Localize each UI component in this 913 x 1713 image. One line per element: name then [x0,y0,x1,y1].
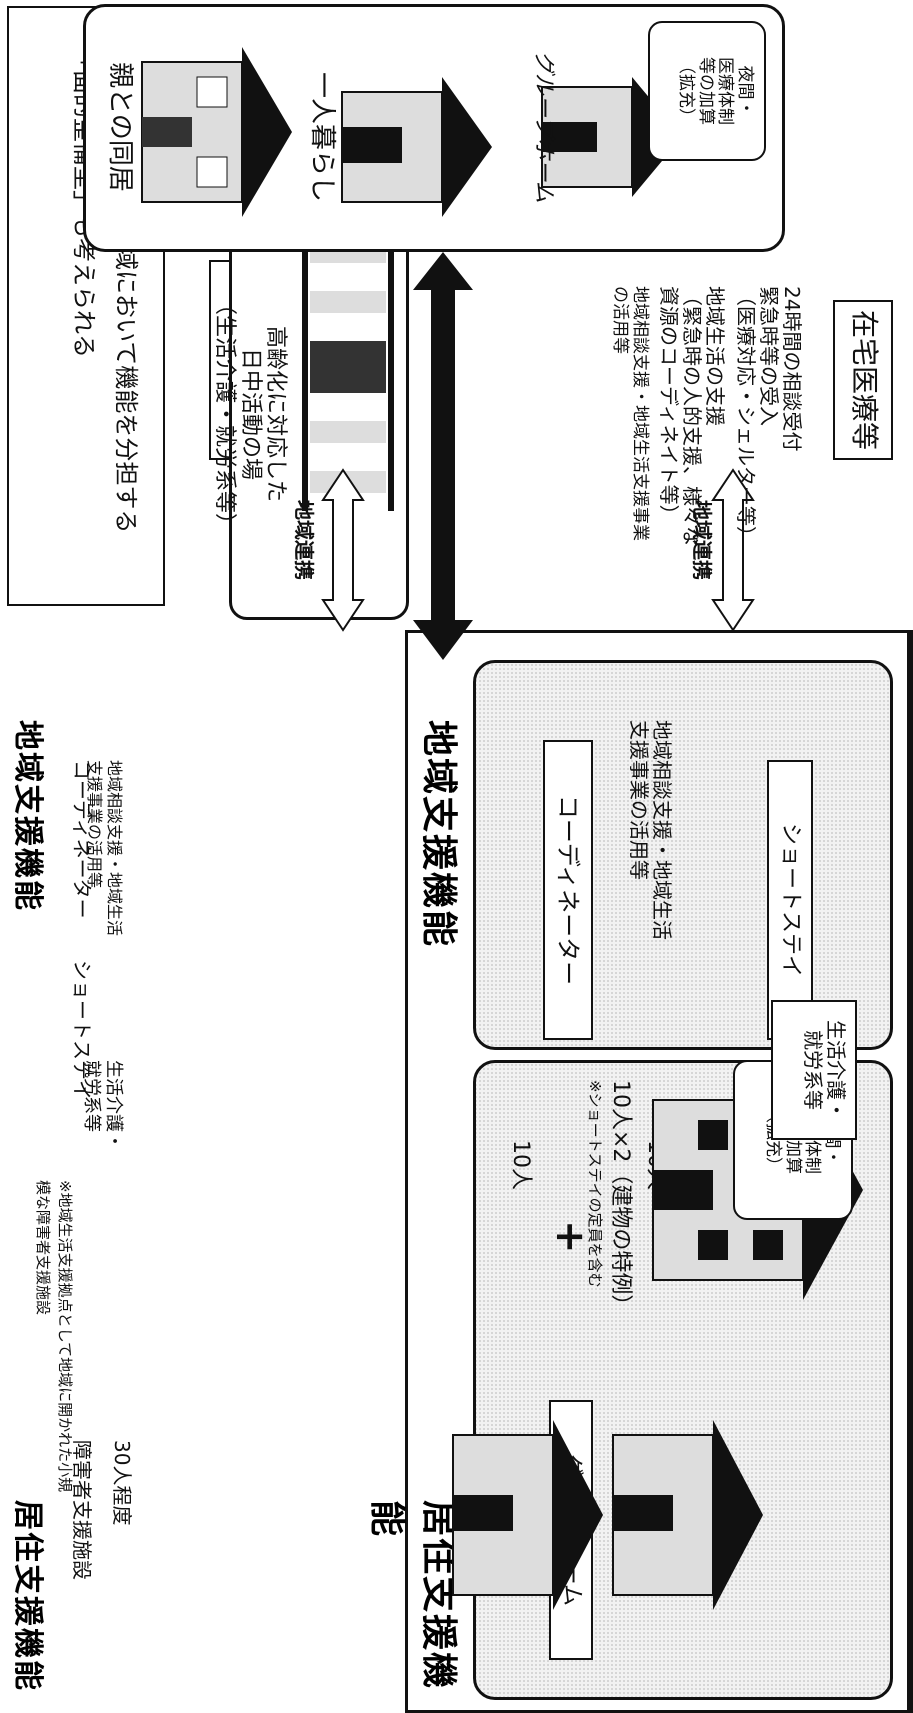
service-life-support: 地域生活の支援 [703,286,727,426]
lower-regional-title: 地域支援機能 [10,720,45,912]
lower-residence-title: 居住支援機能 [10,1500,45,1692]
group-home-house-left-icon [612,1420,763,1610]
service-life-detail-2: 資源のコーディネイト等） [657,286,681,525]
home-medical-box-bottom: 在宅医療等 [833,300,893,460]
lower-daycare-line-2: 就労系等 [81,1060,102,1132]
facility-note-1: ※地域生活支援拠点として地域に開かれた小規 [56,1180,74,1493]
services-box: 24時間の相談受付 緊急時等の受入 （医療対応・シェルター等） 地域生活の支援 … [463,276,813,636]
service-consult: 地域相談支援・地域生活支援事業 [630,286,650,541]
regional-link-arrow-bottom [711,468,755,632]
house-with-parents-icon [141,47,292,217]
service-emergency-detail: （医療対応・シェルター等） [734,286,758,546]
group-home-house-right-icon [452,1420,603,1610]
facility-note-2: 模な障害者支援施設 [34,1180,52,1316]
living-arrangements-box: 親との同居 一人暮らし 夜間・ 医療体制 等の加算 （拡充） グループホーム [83,4,785,252]
service-emergency: 緊急時等の受入 [757,286,781,426]
facility-capacity: 30人程度 [110,1440,134,1526]
house-alone-icon [341,77,492,217]
service-24h: 24時間の相談受付 [780,286,804,452]
lower-daycare-line-1: 生活介護・ [103,1060,124,1150]
regional-link-label-top: 地域連携 [292,500,316,580]
main-arrow [413,252,473,660]
service-life-detail-1: （緊急時の人的支援、様々な [680,286,704,546]
service-consult-2: の活用等 [610,286,631,354]
lower-consult-line-2: 支援事業の活用等 [85,760,104,889]
lower-consult-line-1: 地域相談支援・地域生活 [105,760,124,937]
regional-link-arrow-top [321,468,365,632]
